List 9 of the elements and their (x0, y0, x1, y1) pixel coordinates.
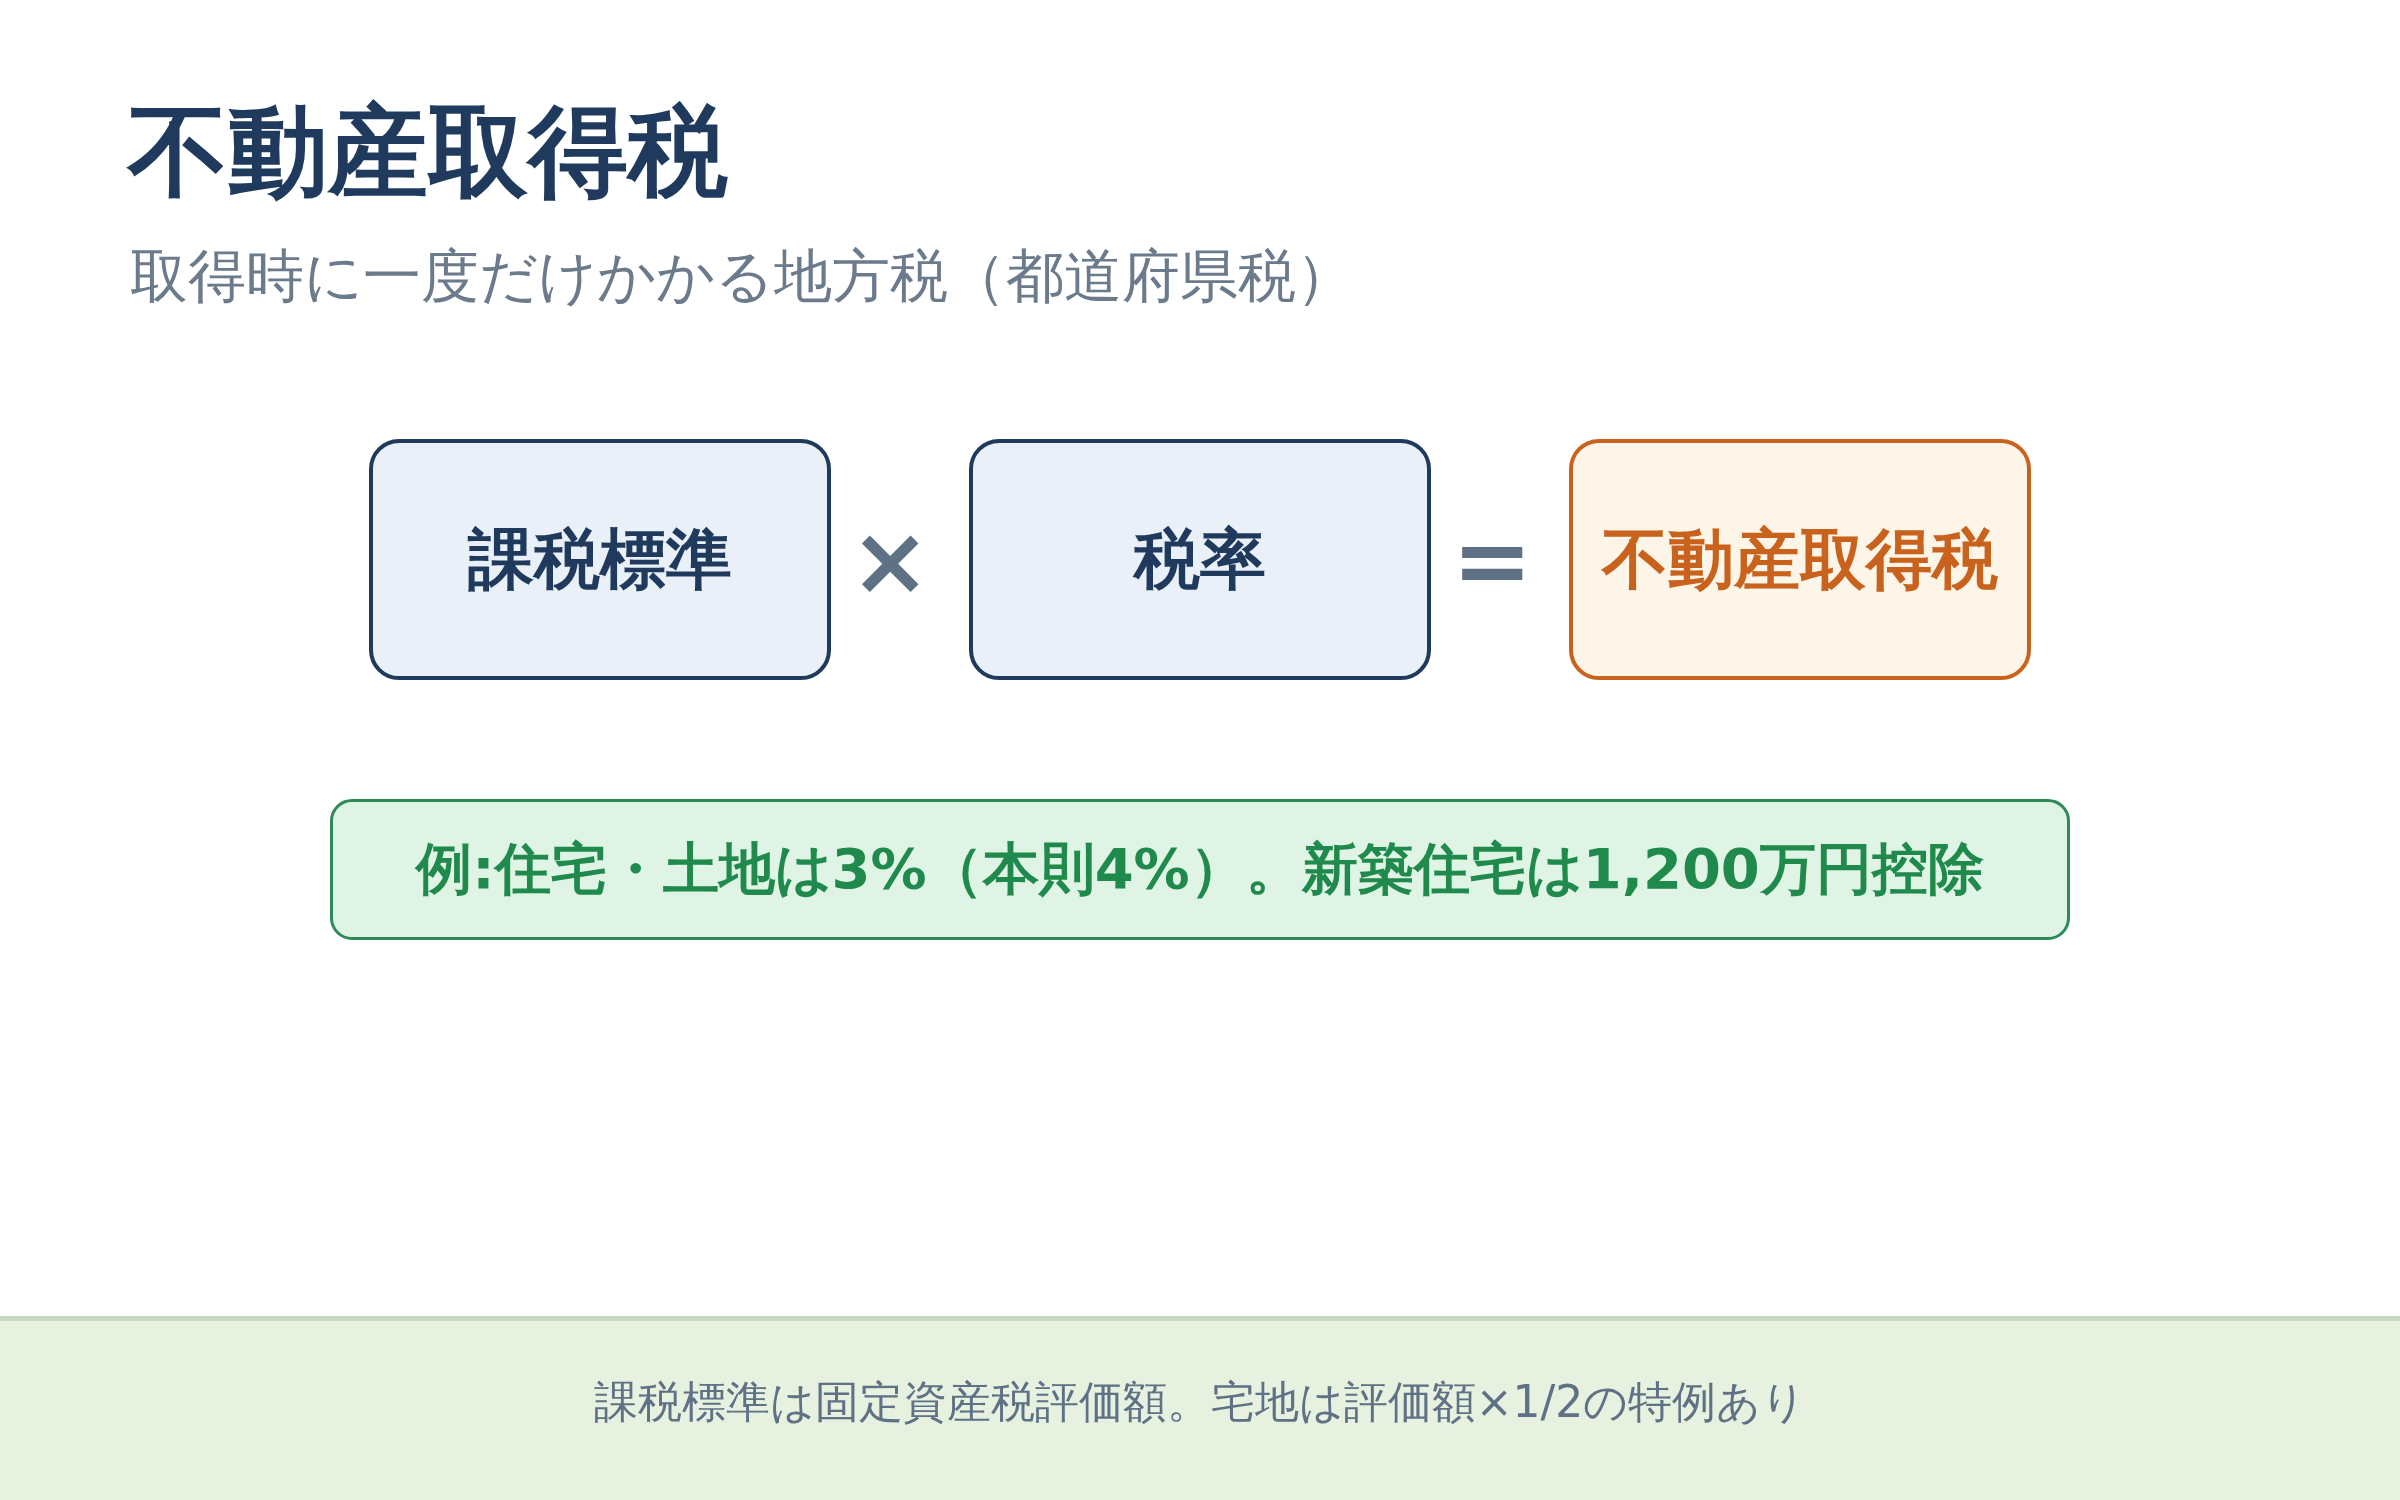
example-box: 例:住宅・土地は3%（本則4%）。新築住宅は1,200万円控除 (330, 799, 2070, 940)
multiply-sign: × (850, 513, 931, 609)
result-box: 不動産取得税 (1569, 439, 2031, 680)
term-box: 課税標準 (369, 439, 831, 680)
subtitle: 取得時に一度だけかかる地方税（都道府県税） (130, 241, 1354, 312)
title: 不動産取得税 (128, 92, 728, 212)
footer-band: 課税標準は固定資産税評価額。宅地は評価額×1/2の特例あり (0, 1316, 2400, 1500)
equals-sign: = (1452, 513, 1533, 609)
term-box: 税率 (969, 439, 1431, 680)
